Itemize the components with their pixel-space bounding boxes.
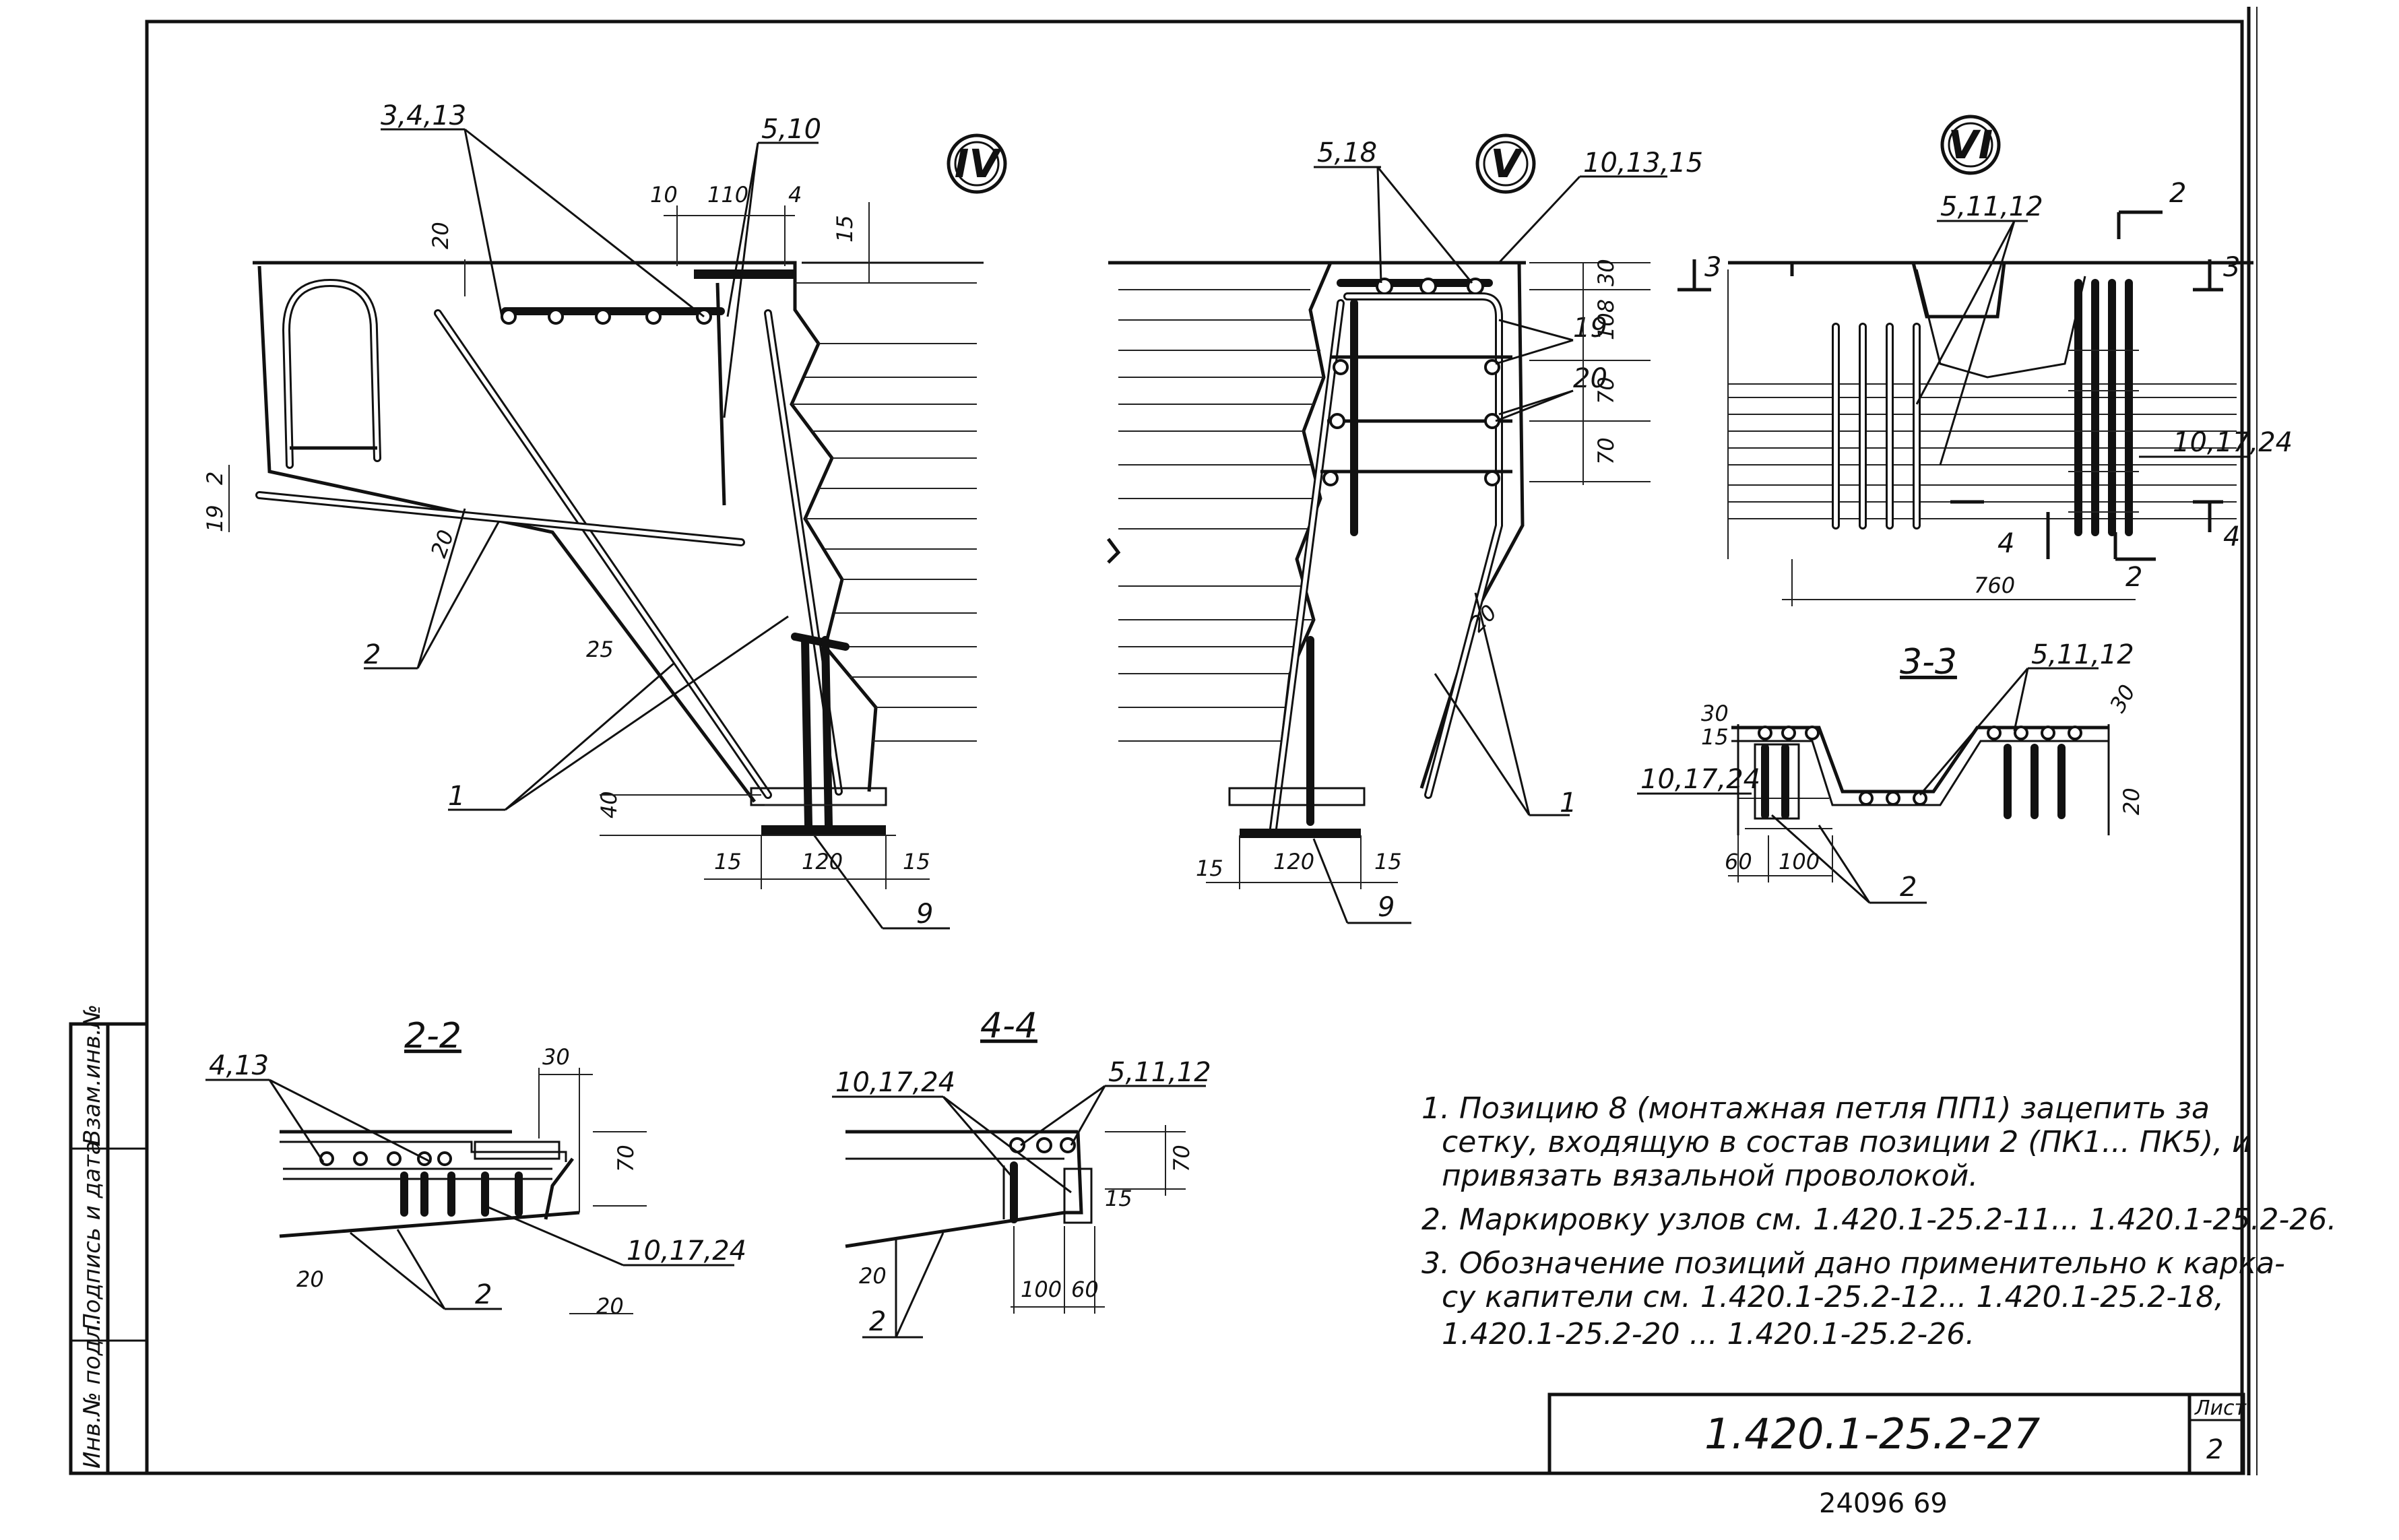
cutmark-3-left: 3 (1704, 252, 1721, 283)
note-line-1: 1. Позицию 8 (монтажная петля ПП1) зацеп… (1421, 1091, 2210, 1126)
dim-iv-25: 25 (586, 637, 614, 662)
dim-s44-100: 100 (1021, 1277, 1062, 1302)
callout-5-11-12-s33: 5,11,12 (2031, 639, 2134, 670)
section-3-3: 3-3 5,11,12 10,17,24 2 30 15 30 (1637, 639, 2144, 904)
dim-s22-30: 30 (542, 1044, 570, 1070)
dim-iv-20b: 20 (426, 526, 459, 560)
callout-19: 19 (1573, 313, 1607, 344)
callout-1-v: 1 (1560, 788, 1576, 819)
dim-iv-4: 4 (788, 182, 802, 207)
dim-iv-110: 110 (707, 182, 748, 207)
note-line-2: сетку, входящую в состав позиции 2 (ПК1.… (1442, 1125, 2251, 1159)
section-3-3-title: 3-3 (1900, 642, 1957, 682)
dim-s33-15: 15 (1701, 724, 1729, 750)
dim-v-15b: 15 (1374, 849, 1402, 874)
notes: 1. Позицию 8 (монтажная петля ПП1) зацеп… (1421, 1091, 2336, 1351)
view-iv-title: IV (955, 141, 1002, 187)
dim-s33-60: 60 (1725, 849, 1752, 874)
callout-9-v: 9 (1378, 892, 1395, 923)
dim-iv-2: 2 (202, 472, 228, 485)
cutmark-4-right: 4 (2223, 521, 2240, 552)
dim-v-15: 15 (1196, 856, 1223, 881)
dim-v-120: 120 (1273, 849, 1314, 874)
dim-iv-15: 15 (832, 215, 858, 243)
callout-10-17-24-s33: 10,17,24 (1640, 764, 1760, 795)
cutmark-3-right: 3 (2223, 252, 2240, 283)
dim-v-70: 70 (1593, 377, 1619, 404)
view-vi: VI 5,11,12 (1677, 115, 2293, 606)
dim-s22-20: 20 (296, 1266, 324, 1292)
side-stamp: Инв.№ подл. Подпись и дата Взам.инв.№ (69, 1004, 149, 1475)
footer-number: 24096 69 (1819, 1488, 1948, 1519)
dim-s33-30: 30 (1701, 701, 1729, 726)
dim-iv-10: 10 (650, 182, 678, 207)
callout-1: 1 (448, 781, 465, 812)
section-2-2-title: 2-2 (404, 1016, 461, 1056)
view-iv-hatch (792, 282, 977, 742)
note-line-6: су капители см. 1.420.1-25.2-12... 1.420… (1442, 1280, 2224, 1314)
callout-2-s33: 2 (1900, 872, 1917, 903)
cutmark-2-bottom: 2 (2125, 562, 2142, 593)
stamp-field-replace: Взам.инв.№ (79, 1004, 106, 1145)
callout-10-13-15: 10,13,15 (1583, 148, 1703, 179)
cutmark-4-bottom: 4 (1997, 528, 2014, 559)
note-line-5: 3. Обозначение позиций дано применительн… (1421, 1246, 2285, 1281)
callout-5-10: 5,10 (761, 114, 821, 145)
stamp-field-sign: Подпись и дата (79, 1141, 106, 1330)
callout-10-17-24-vi: 10,17,24 (2173, 427, 2293, 458)
note-line-3: привязать вязальной проволокой. (1442, 1159, 1978, 1193)
cutmark-2-top: 2 (2169, 178, 2186, 209)
callout-10-17-24-s44: 10,17,24 (835, 1067, 955, 1098)
callout-5-18: 5,18 (1317, 137, 1377, 168)
sheet-label: Лист (2194, 1397, 2247, 1420)
section-4-4: 4-4 10,17,24 5,11,12 2 70 15 20 100 60 (832, 1006, 1211, 1339)
dim-v-30: 30 (1593, 259, 1619, 286)
view-v-title: V (1491, 141, 1524, 187)
dim-s33-100: 100 (1779, 849, 1820, 874)
callout-2-s22: 2 (475, 1279, 492, 1310)
dim-s44-60: 60 (1071, 1277, 1099, 1302)
sheet-frame (145, 7, 2258, 1475)
view-v: V (1107, 133, 1703, 924)
note-line-4: 2. Маркировку узлов см. 1.420.1-25.2-11.… (1421, 1202, 2336, 1237)
view-vi-title: VI (1948, 122, 1993, 168)
callout-10-17-24-s22: 10,17,24 (627, 1236, 746, 1266)
dim-iv-15b: 15 (714, 849, 742, 874)
stamp-field-inv: Инв.№ подл. (79, 1318, 106, 1469)
callout-5-11-12-vi: 5,11,12 (1940, 191, 2043, 222)
drawing-code: 1.420.1-25.2-27 (1704, 1409, 2040, 1458)
sheet-number: 2 (2206, 1434, 2223, 1465)
callout-5-11-12-s44: 5,11,12 (1108, 1057, 1211, 1088)
note-line-7: 1.420.1-25.2-20 ... 1.420.1-25.2-26. (1442, 1317, 1975, 1351)
dim-s44-70: 70 (1169, 1145, 1194, 1172)
title-block: 1.420.1-25.2-27 Лист 2 (1547, 1392, 2247, 1475)
view-vi-hatch (1728, 383, 2237, 519)
callout-2-s44: 2 (869, 1306, 886, 1337)
callout-9: 9 (916, 899, 933, 930)
view-iv: IV (202, 100, 1007, 930)
dim-s22-70: 70 (613, 1145, 639, 1172)
dim-s44-15: 15 (1105, 1186, 1132, 1211)
dim-s33-20: 20 (2119, 788, 2144, 815)
callout-2: 2 (364, 639, 381, 670)
dim-iv-120: 120 (802, 849, 843, 874)
dim-iv-15c: 15 (903, 849, 930, 874)
callout-4-13: 4,13 (209, 1050, 269, 1081)
dim-v-70b: 70 (1593, 437, 1619, 465)
section-4-4-title: 4-4 (980, 1006, 1037, 1046)
dim-iv-20: 20 (428, 222, 453, 249)
dim-iv-19: 19 (202, 505, 228, 532)
dim-s22-20b: 20 (596, 1293, 624, 1319)
callout-3-4-13: 3,4,13 (381, 100, 466, 131)
section-2-2: 2-2 4,13 10,17,24 2 30 70 (205, 1016, 746, 1319)
dim-s44-20: 20 (859, 1263, 887, 1289)
dim-s33-30b: 30 (2105, 680, 2140, 717)
dim-iv-40: 40 (596, 791, 622, 819)
dim-v-108: 108 (1593, 299, 1619, 340)
callout-20: 20 (1573, 363, 1607, 394)
view-v-hatch (1118, 289, 1324, 742)
dim-vi-760: 760 (1974, 573, 2015, 598)
